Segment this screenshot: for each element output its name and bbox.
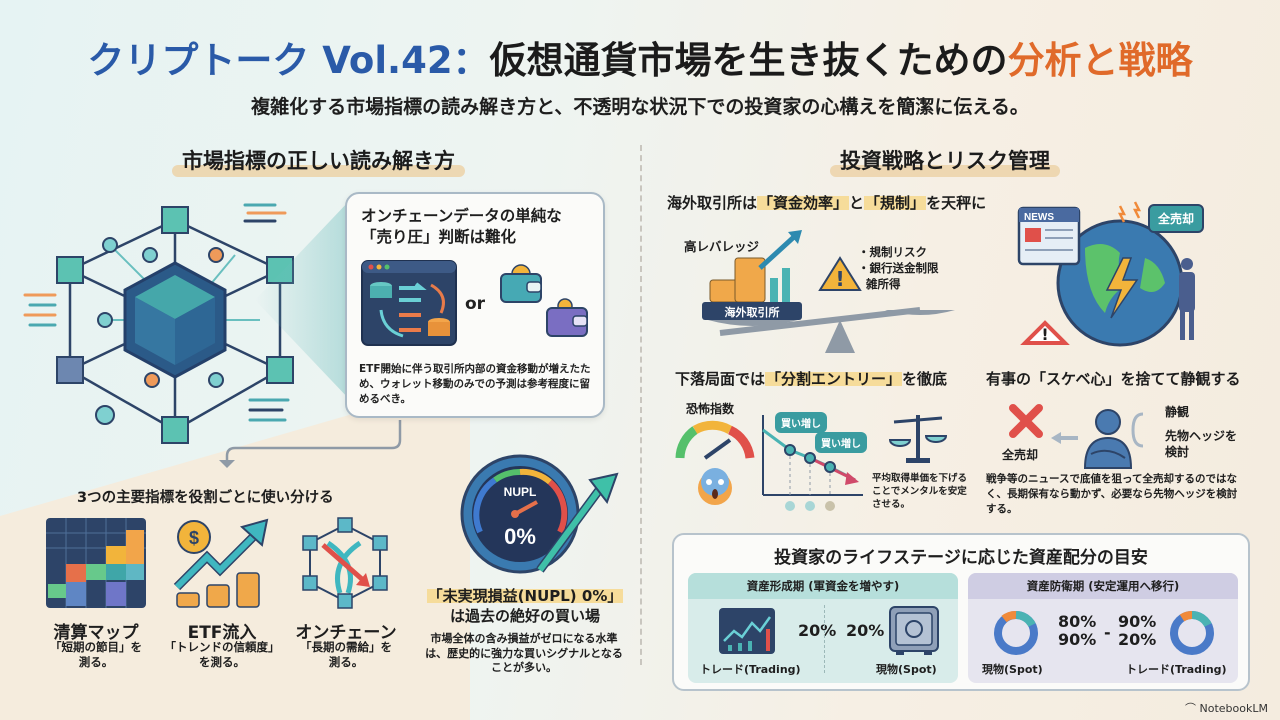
dca-chart-icon xyxy=(762,415,863,511)
calm-decision-icon xyxy=(1009,404,1144,469)
gauge-label: NUPL xyxy=(504,485,537,499)
stage1-trading-pct: 20% xyxy=(798,621,837,640)
split-entry-note: 平均取得単価を下げることでメンタルを安定させる。 xyxy=(872,473,968,510)
stage1-spot-label: 現物(Spot) xyxy=(876,663,937,676)
balance-scale-small-icon xyxy=(888,415,948,463)
indicator-title-etf: ETF流入 xyxy=(187,623,257,643)
buy-more-bubble-1: 買い増し xyxy=(775,412,827,433)
wallet-icon xyxy=(500,264,588,337)
callout-body: ETF開始に伴う取引所内部の資金移動が増えたため、ウォレット移動のみでの予測は参… xyxy=(359,363,591,405)
fear-index-label: 恐怖指数 xyxy=(686,402,735,416)
stage-preservation-label: 資産防衛期 (安定運用へ移行) xyxy=(968,573,1238,599)
allocation-card: 投資家のライフステージに応じた資産配分の目安 資産形成期 (軍資金を増やす) 2… xyxy=(672,533,1250,691)
leverage-label: 高レバレッジ xyxy=(684,239,760,254)
calm-option-watch: 静観 xyxy=(1165,405,1190,419)
calm-heading: 有事の「スケベ心」を捨てて静観する xyxy=(986,370,1241,388)
calm-body: 戦争等のニュースで底値を狙って全売却するのではなく、長期保有なら動かず、必要なら… xyxy=(986,473,1238,515)
risk-item: ・銀行送金制限 xyxy=(858,261,939,275)
onchain-network-icon xyxy=(302,517,388,609)
stage2-pct-right: 90%20% xyxy=(1118,612,1157,649)
spot-donut-icon xyxy=(994,611,1038,655)
nupl-gauge-icon: NUPL 0% xyxy=(460,454,619,574)
stage1-trading-label: トレード(Trading) xyxy=(700,663,801,676)
risk-list: ・規制リスク ・銀行送金制限 雑所得 xyxy=(858,244,939,292)
etf-inflow-icon: $ xyxy=(173,518,269,608)
indicator-desc-etf: 「トレンドの信頼度」を測る。 xyxy=(164,640,280,669)
safe-icon xyxy=(889,606,939,655)
title-accent: 分析と戦略 xyxy=(1007,39,1193,82)
risk-item: 雑所得 xyxy=(866,277,901,291)
flow-arrow-icon xyxy=(219,420,402,468)
sell-all-label: 全売却 xyxy=(1002,448,1039,462)
nupl-headline: 「未実現損益(NUPL) 0%」 は過去の絶好の買い場 xyxy=(426,587,624,625)
svg-text:!: ! xyxy=(835,267,844,291)
blockchain-network-icon xyxy=(23,203,294,444)
indicators-heading: 3つの主要指標を役割ごとに使い分ける xyxy=(77,490,334,506)
stage2-trading-label: トレード(Trading) xyxy=(1126,663,1227,676)
balance-scale-icon: 海外取引所 ! xyxy=(702,230,955,353)
notebooklm-brand: ⌒ NotebookLM xyxy=(1185,702,1268,715)
title-series: クリプトーク Vol.42： xyxy=(87,39,490,82)
calm-option-hedge: 先物ヘッジを検討 xyxy=(1165,429,1238,459)
svg-text:$: $ xyxy=(189,528,199,548)
stage1-spot-pct: 20% xyxy=(846,621,885,640)
split-entry-heading: 下落局面では「分割エントリー」を徹底 xyxy=(675,370,948,388)
indicator-title-onchain: オンチェーン xyxy=(295,623,397,643)
trading-chart-icon xyxy=(719,608,775,654)
left-section-heading: 市場指標の正しい読み解き方 xyxy=(172,145,465,177)
risk-item: ・規制リスク xyxy=(858,245,927,259)
allocation-title: 投資家のライフステージに応じた資産配分の目安 xyxy=(774,548,1148,568)
stage2-range-dash: - xyxy=(1104,623,1111,642)
stage2-spot-label: 現物(Spot) xyxy=(982,663,1043,676)
svg-text:!: ! xyxy=(1041,325,1048,344)
fear-gauge-icon xyxy=(675,420,755,505)
news-globe-icon: NEWS ! xyxy=(1017,201,1195,347)
title-main: 仮想通貨市場を生き抜くための xyxy=(489,39,1008,82)
stage-preservation: 資産防衛期 (安定運用へ移行) 80%90% - 90%20% 現物(Spot)… xyxy=(968,573,1238,683)
indicator-title-liquidation: 清算マップ xyxy=(53,623,139,643)
svg-text:海外取引所: 海外取引所 xyxy=(725,305,780,319)
or-label: or xyxy=(465,294,486,314)
exchange-heading: 海外取引所は「資金効率」と「規制」を天秤に xyxy=(667,194,987,212)
section-divider xyxy=(640,145,642,665)
onchain-callout-card: オンチェーンデータの単純な 「売り圧」判断は難化 or ETF開始に伴う取引所内… xyxy=(345,192,605,418)
right-section-heading: 投資戦略とリスク管理 xyxy=(830,145,1060,177)
buy-more-bubble-2: 買い増し xyxy=(815,432,867,453)
exchange-internal-transfer-icon xyxy=(361,260,457,346)
notebooklm-logo-icon: ⌒ xyxy=(1185,702,1200,715)
page-subtitle: 複雑化する市場指標の読み解き方と、不透明な状況下での投資家の心構えを簡潔に伝える… xyxy=(251,96,1029,118)
gauge-value: 0% xyxy=(504,524,536,549)
stage-accumulation: 資産形成期 (軍資金を増やす) 20% 20% トレード(Trading) 現物… xyxy=(688,573,958,683)
svg-text:NEWS: NEWS xyxy=(1024,212,1054,223)
stage-accumulation-label: 資産形成期 (軍資金を増やす) xyxy=(688,573,958,599)
page-title: クリプトーク Vol.42：仮想通貨市場を生き抜くための分析と戦略 xyxy=(0,30,1280,84)
indicator-desc-onchain: 「長期の需給」を測る。 xyxy=(300,640,392,669)
nupl-body: 市場全体の含み損益がゼロになる水準は、歴史的に強力な買いシグナルとなることが多い… xyxy=(425,632,623,674)
stage2-pct-left: 80%90% xyxy=(1058,612,1097,649)
sell-all-speech-bubble: 全売却 xyxy=(1148,204,1205,233)
trading-donut-icon xyxy=(1170,610,1214,655)
callout-title: オンチェーンデータの単純な 「売り圧」判断は難化 xyxy=(361,207,562,246)
heatmap-icon xyxy=(46,518,146,608)
indicator-desc-liquidation: 「短期の節目」を測る。 xyxy=(50,640,142,669)
stage1-divider xyxy=(824,605,825,673)
